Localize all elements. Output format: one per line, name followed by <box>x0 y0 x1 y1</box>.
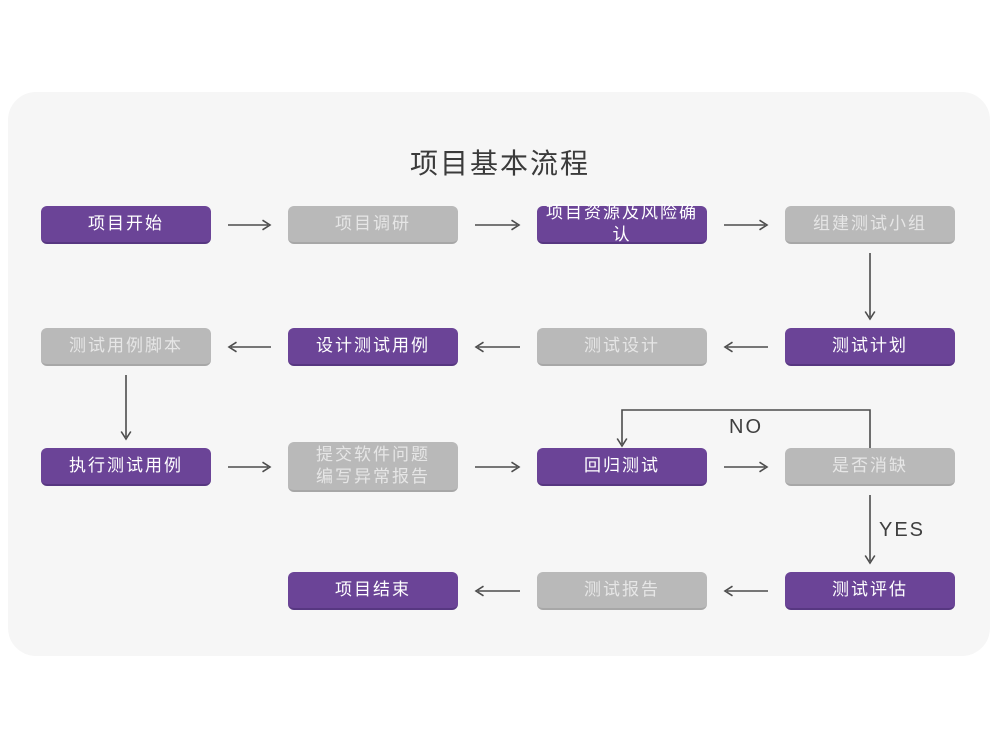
flow-node-team: 组建测试小组 <box>785 206 955 244</box>
flow-node-start: 项目开始 <box>41 206 211 244</box>
flow-node-risk: 项目资源及风险确认 <box>537 203 707 244</box>
flow-node-end: 项目结束 <box>288 572 458 610</box>
flow-node-report: 测试报告 <box>537 572 707 610</box>
flow-node-regression: 回归测试 <box>537 448 707 486</box>
flow-node-defect: 是否消缺 <box>785 448 955 486</box>
flow-node-plan: 测试计划 <box>785 328 955 366</box>
flow-node-research: 项目调研 <box>288 206 458 244</box>
flow-node-test-design: 测试设计 <box>537 328 707 366</box>
flow-node-execute: 执行测试用例 <box>41 448 211 486</box>
flow-node-design-case: 设计测试用例 <box>288 328 458 366</box>
flow-node-evaluate: 测试评估 <box>785 572 955 610</box>
flow-node-submit: 提交软件问题 编写异常报告 <box>288 442 458 492</box>
flowchart-card <box>8 92 990 656</box>
flowchart-title: 项目基本流程 <box>409 148 590 179</box>
flow-node-script: 测试用例脚本 <box>41 328 211 366</box>
